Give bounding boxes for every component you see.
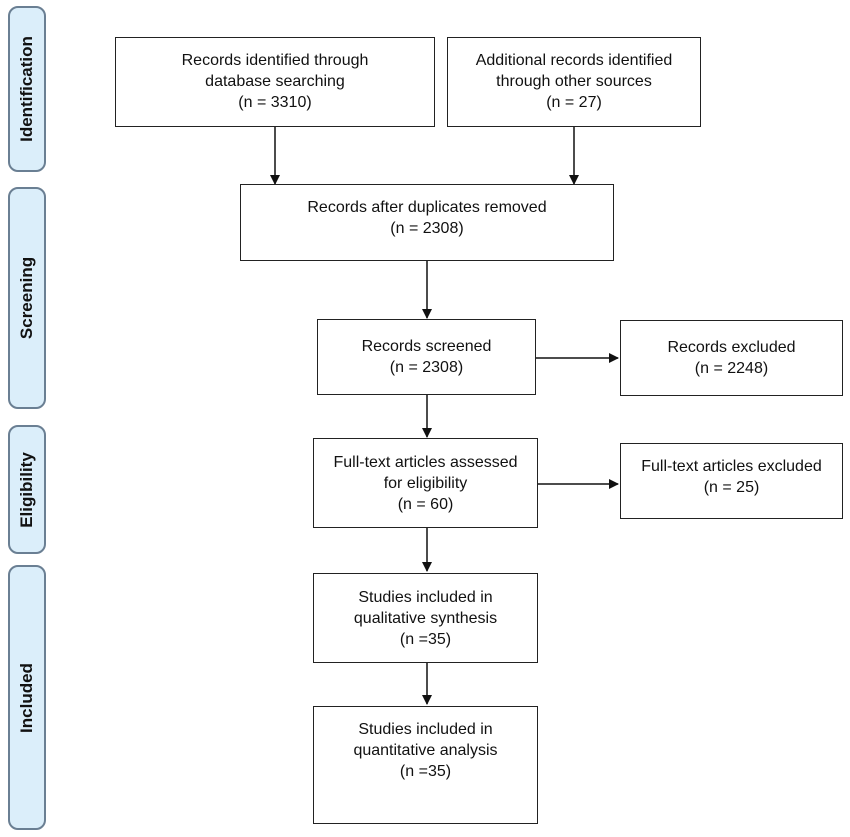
box-records-excluded: Records excluded (n = 2248) xyxy=(620,320,843,396)
box-records-screened-line1: Records screened xyxy=(361,338,492,355)
box-fulltext-excluded-count: (n = 25) xyxy=(703,479,760,496)
box-duplicates-removed-line1: Records after duplicates removed xyxy=(307,199,547,216)
box-qualitative-synthesis-line2: qualitative synthesis xyxy=(353,609,498,627)
box-duplicates-removed-count: (n = 2308) xyxy=(390,220,464,237)
box-records-excluded-count: (n = 2248) xyxy=(694,360,769,377)
box-records-excluded-line1: Records excluded xyxy=(667,339,796,356)
box-fulltext-assessed: Full-text articles assessed for eligibil… xyxy=(313,438,538,528)
box-other-sources-line1: Additional records identified xyxy=(475,52,673,69)
box-duplicates-removed: Records after duplicates removed (n = 23… xyxy=(240,184,614,261)
box-qualitative-synthesis: Studies included in qualitative synthesi… xyxy=(313,573,538,663)
box-other-sources-line2: through other sources xyxy=(496,73,652,90)
box-other-sources-count: (n = 27) xyxy=(546,94,602,111)
box-other-sources: Additional records identified through ot… xyxy=(447,37,701,127)
box-qualitative-synthesis-count: (n =35) xyxy=(399,630,452,648)
box-quantitative-analysis: Studies included in quantitative analysi… xyxy=(313,706,538,824)
box-records-screened: Records screened (n = 2308) xyxy=(317,319,536,395)
box-quantitative-analysis-line1: Studies included in xyxy=(358,721,493,738)
box-fulltext-assessed-line2: for eligibility xyxy=(383,474,468,492)
box-fulltext-excluded: Full-text articles excluded (n = 25) xyxy=(620,443,843,519)
box-fulltext-assessed-line1: Full-text articles assessed xyxy=(333,453,518,471)
box-database-search-line2: database searching xyxy=(205,73,345,90)
box-qualitative-synthesis-line1: Studies included in xyxy=(358,588,493,606)
stage-identification: Identification xyxy=(8,6,46,172)
stage-included: Included xyxy=(8,565,46,830)
stage-screening: Screening xyxy=(8,187,46,409)
box-database-search-line1: Records identified through xyxy=(181,52,369,69)
box-fulltext-excluded-line1: Full-text articles excluded xyxy=(641,458,822,475)
box-database-search: Records identified through database sear… xyxy=(115,37,435,127)
box-quantitative-analysis-line2: quantitative analysis xyxy=(353,742,498,759)
stage-eligibility: Eligibility xyxy=(8,425,46,554)
box-records-screened-count: (n = 2308) xyxy=(389,359,464,376)
box-quantitative-analysis-count: (n =35) xyxy=(399,763,452,780)
box-fulltext-assessed-count: (n = 60) xyxy=(397,495,454,513)
box-database-search-count: (n = 3310) xyxy=(238,94,312,111)
